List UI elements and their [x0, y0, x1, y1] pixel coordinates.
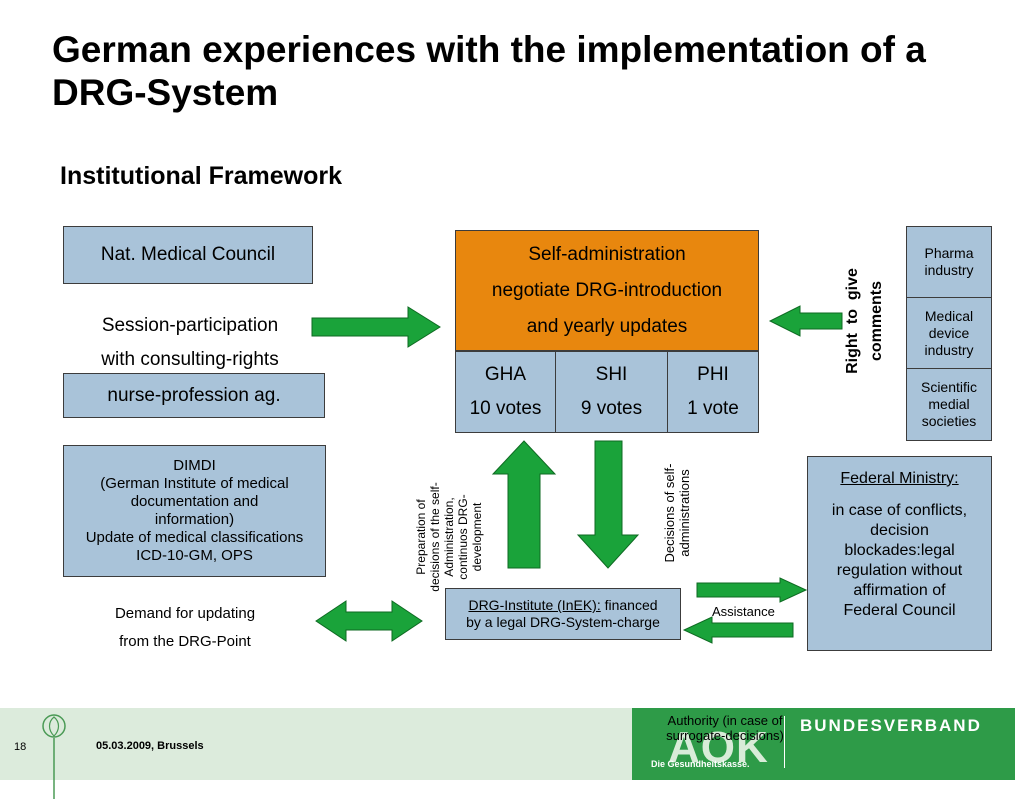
footer-date-place: 05.03.2009, Brussels: [96, 740, 204, 752]
right-to-comment-line-2: comments: [868, 280, 885, 362]
votes-count: 1 vote: [687, 398, 739, 419]
ministry-line-6: Federal Council: [843, 602, 956, 619]
footer-divider: [784, 716, 785, 768]
decisions-label: Decisions of self- administrations: [662, 443, 694, 583]
votes-org: GHA: [484, 364, 527, 385]
demand-text: Demand for updating from the DRG-Point: [90, 600, 280, 656]
nurse-profession-box: nurse-profession ag.: [63, 373, 325, 418]
arrow-comments-to-self-admin: [768, 305, 843, 337]
dimdi-box: DIMDI (German Institute of medical docum…: [63, 445, 326, 577]
national-medical-council-box: Nat. Medical Council: [63, 226, 313, 284]
inek-box: DRG-Institute (InEK): financed by a lega…: [445, 588, 681, 640]
votes-org: SHI: [595, 364, 628, 385]
dimdi-line-2: (German Institute of medical: [100, 475, 289, 492]
national-medical-council-label: Nat. Medical Council: [100, 244, 276, 265]
votes-count: 10 votes: [469, 398, 542, 419]
ministry-line-4: regulation without: [836, 562, 963, 579]
scientific-societies-box: Scientific medial societies: [906, 368, 992, 441]
demand-line-2: from the DRG-Point: [119, 633, 251, 650]
arrow-down-decisions: [576, 440, 640, 569]
inek-financed: financed: [600, 597, 658, 613]
federal-ministry-title: Federal Ministry:: [840, 470, 959, 487]
pharma-industry-label: Pharma industry: [924, 245, 974, 278]
votes-count: 9 votes: [580, 398, 643, 419]
session-line-2: with consulting-rights: [101, 349, 279, 370]
authority-label: Authority (in case of surrogate-decision…: [666, 713, 784, 743]
preparation-line-1: Preparation of: [414, 499, 428, 575]
dimdi-line-5: Update of medical classifications: [85, 529, 304, 546]
section-subtitle: Institutional Framework: [60, 162, 342, 190]
inek-line-1: DRG-Institute (InEK): financed: [468, 597, 657, 614]
right-to-comment-line-1: Right to give: [844, 268, 861, 374]
votes-cell-shi: SHI 9 votes: [555, 351, 668, 433]
aok-logo-text: AOK: [668, 723, 769, 772]
ministry-line-1: in case of conflicts,: [831, 502, 968, 519]
votes-cell-gha: GHA 10 votes: [455, 351, 556, 433]
nurse-profession-label: nurse-profession ag.: [107, 384, 281, 406]
dimdi-line-6: ICD-10-GM, OPS: [136, 547, 253, 564]
ministry-line-3: blockades:legal: [844, 542, 955, 559]
federal-ministry-box: Federal Ministry: in case of conflicts, …: [807, 456, 992, 651]
session-line-1: Session-participation: [101, 315, 279, 336]
page-number: 18: [14, 741, 27, 753]
ministry-line-2: decision: [870, 522, 929, 539]
medical-device-box: Medical device industry: [906, 297, 992, 369]
inek-name: DRG-Institute (InEK):: [468, 597, 601, 613]
demand-line-1: Demand for updating: [114, 605, 256, 622]
arrow-session-to-self-admin: [311, 306, 441, 348]
arrow-authority-left: [682, 616, 794, 644]
decisions-line-1: Decisions of self-: [662, 463, 677, 563]
votes-org: PHI: [697, 364, 729, 385]
self-administration-box: Self-administration negotiate DRG-introd…: [455, 230, 759, 351]
arrow-up-preparation: [491, 440, 557, 569]
page-title: German experiences with the implementati…: [52, 29, 926, 113]
dimdi-line-1: DIMDI: [173, 457, 216, 474]
votes-cell-phi: PHI 1 vote: [667, 351, 759, 433]
session-participation-text: Session-participation with consulting-ri…: [80, 309, 300, 377]
preparation-line-2: decisions of the self-: [428, 482, 442, 592]
aok-brand-bar: [632, 708, 1015, 780]
decisions-line-2: administrations: [677, 469, 692, 557]
assistance-label: Assistance: [712, 604, 775, 619]
leaf-logo-icon: [42, 714, 66, 799]
scientific-societies-label: Scientific medial societies: [920, 379, 978, 429]
pharma-industry-box: Pharma industry: [906, 226, 992, 298]
aok-slogan: Die Gesundheitskasse.: [651, 759, 750, 769]
self-admin-line-2: negotiate DRG-introduction: [491, 279, 723, 301]
ministry-line-5: affirmation of: [853, 582, 946, 599]
dimdi-line-3: documentation and: [130, 493, 259, 510]
arrow-double-demand: [315, 600, 423, 642]
inek-line-2: by a legal DRG-System-charge: [466, 614, 660, 630]
right-to-comment-label: Right to give comments: [841, 251, 889, 391]
dimdi-line-4: information): [154, 511, 235, 528]
self-admin-line-1: Self-administration: [528, 243, 686, 265]
self-admin-line-3: and yearly updates: [526, 315, 688, 337]
medical-device-label: Medical device industry: [924, 307, 974, 358]
bundesverband-label: BUNDESVERBAND: [800, 716, 982, 735]
arrow-assistance-right: [696, 577, 808, 603]
